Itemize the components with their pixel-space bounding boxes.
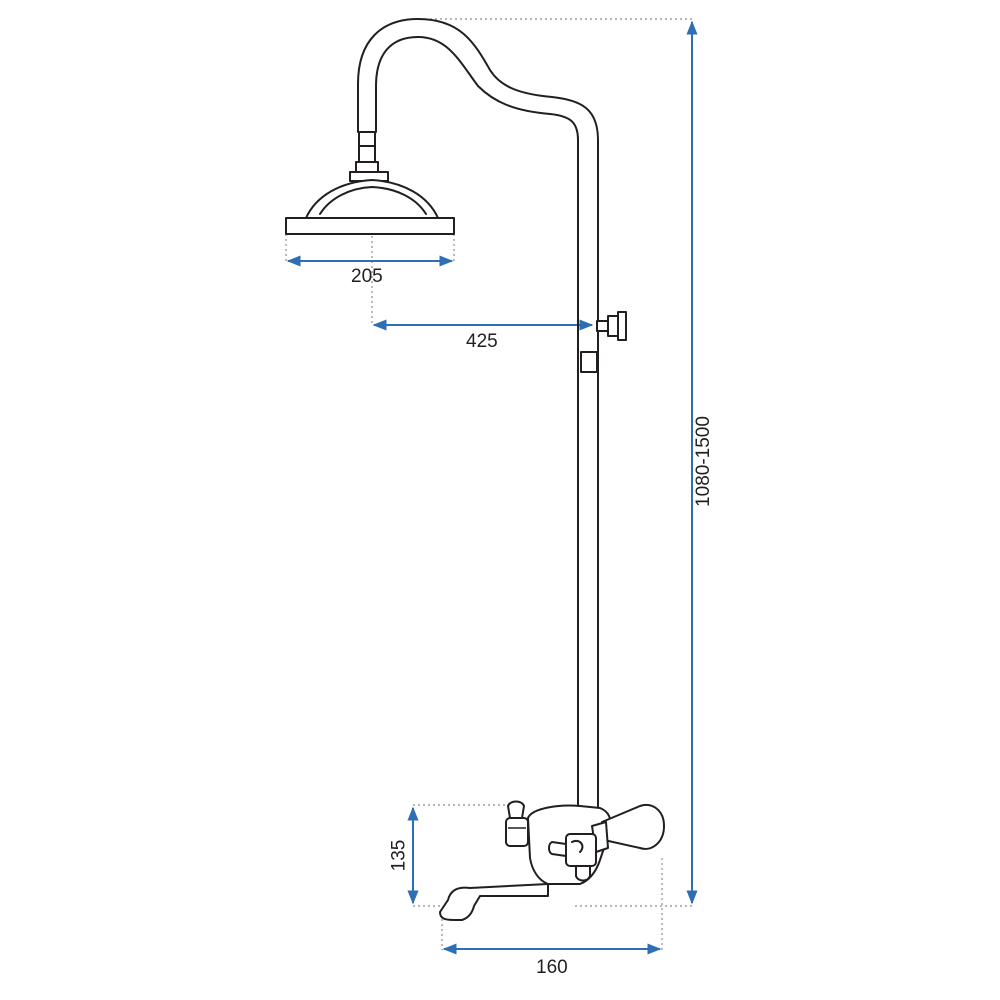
label-mixer-height: 135 — [388, 839, 410, 872]
shower-head-dome-inner — [319, 186, 427, 215]
connector-nut-upper — [358, 131, 376, 147]
handle-details — [508, 827, 549, 896]
dimension-lines — [286, 20, 698, 955]
slide-bracket — [580, 351, 598, 373]
front-handle-arm-left — [548, 841, 567, 857]
label-shower-head-width: 205 — [351, 266, 383, 287]
riser-pipe — [357, 18, 599, 809]
front-handle-arm-bottom — [575, 865, 591, 882]
label-spout-length: 160 — [536, 957, 568, 978]
right-handle-flare — [601, 804, 665, 850]
front-cross-handle — [548, 833, 597, 882]
label-total-height: 1080-1500 — [692, 416, 714, 507]
shower-head — [285, 179, 455, 235]
shower-head-dome — [305, 179, 439, 219]
diverter-cap — [617, 311, 627, 341]
diverter-knob — [596, 311, 627, 341]
front-handle-mark — [571, 840, 584, 853]
extension-lines — [285, 18, 692, 950]
left-handle-body — [505, 817, 529, 847]
mixer-spout — [439, 883, 549, 921]
label-arm-reach: 425 — [466, 331, 498, 352]
left-handle-lever — [507, 800, 525, 819]
shower-arm-connector — [349, 131, 389, 182]
shower-head-plate — [285, 217, 455, 235]
connector-nut-middle — [358, 145, 376, 163]
shower-set-outline — [285, 18, 665, 921]
bath-mixer — [439, 800, 665, 921]
